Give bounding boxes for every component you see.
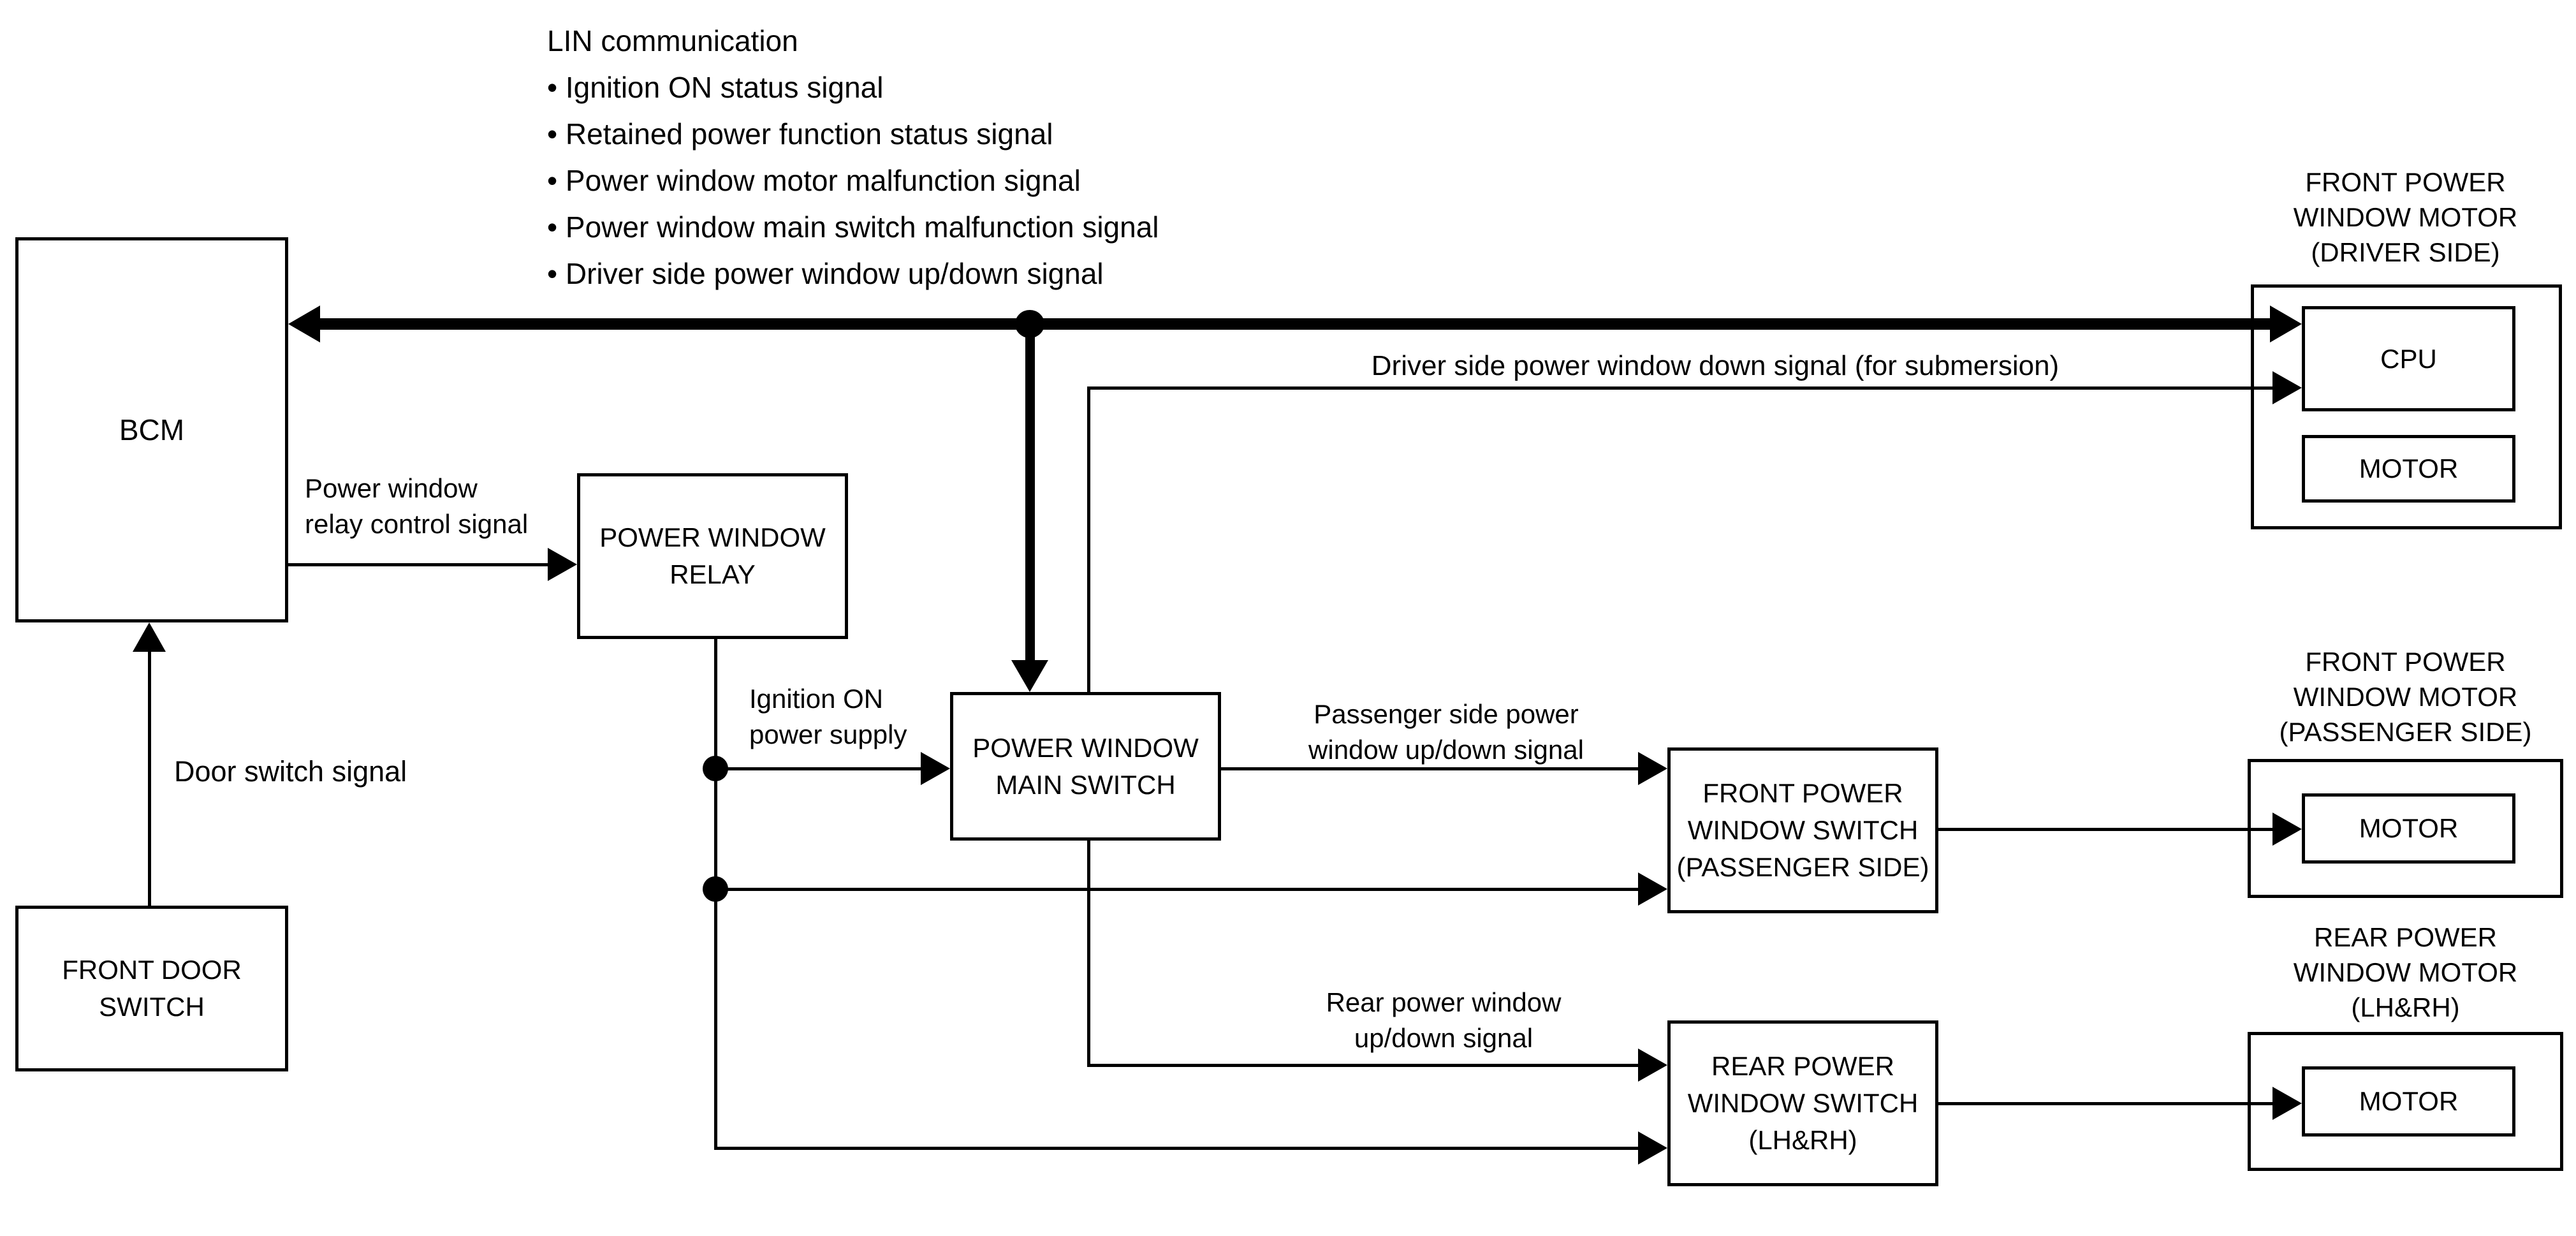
rear-updown-label: Rear power window up/down signal xyxy=(1326,987,1562,1053)
driver-motor-box: MOTOR xyxy=(2302,435,2515,503)
passenger-updown-line xyxy=(1221,767,1640,770)
cpu-box: CPU xyxy=(2302,306,2515,411)
door-switch-arrowhead-icon xyxy=(133,622,166,652)
lin-bus-arrowhead-right-icon xyxy=(2270,305,2302,342)
passenger-motor-group-title: FRONT POWER WINDOW MOTOR (PASSENGER SIDE… xyxy=(2279,647,2532,747)
rear-switch-motor-arrowhead-icon xyxy=(2272,1087,2302,1120)
rear-updown-arrowhead-icon xyxy=(1638,1048,1667,1082)
power-window-main-switch-box: POWER WINDOW MAIN SWITCH xyxy=(950,692,1221,841)
lin-branch-arrowhead-down-icon xyxy=(1011,660,1048,692)
ignition-power-label: Ignition ON power supply xyxy=(749,684,907,749)
lin-communication-title: LIN communication xyxy=(547,24,798,57)
front-power-window-switch-box: FRONT POWER WINDOW SWITCH (PASSENGER SID… xyxy=(1667,747,1938,913)
lin-bullet-retained-power: • Retained power function status signal xyxy=(547,117,1053,151)
ignition-front-switch-arrowhead-icon xyxy=(1638,872,1667,906)
ignition-line-to-rear-switch xyxy=(715,1147,1640,1150)
lin-bus-arrowhead-left-icon xyxy=(288,305,320,342)
lin-bullet-driver-updown: • Driver side power window up/down signa… xyxy=(547,257,1104,290)
lin-bullet-motor-malfunction: • Power window motor malfunction signal xyxy=(547,164,1081,197)
front-switch-to-motor-line xyxy=(1938,828,2274,831)
rear-power-window-switch-box: REAR POWER WINDOW SWITCH (LH&RH) xyxy=(1667,1020,1938,1186)
rear-updown-line-horizontal xyxy=(1087,1064,1640,1067)
rear-motor-group-title: REAR POWER WINDOW MOTOR (LH&RH) xyxy=(2293,922,2518,1022)
submersion-signal-label: Driver side power window down signal (fo… xyxy=(1371,350,2060,381)
submersion-line-horizontal xyxy=(1087,386,2274,390)
rear-updown-line-vertical xyxy=(1087,841,1090,1067)
ignition-main-switch-arrowhead-icon xyxy=(921,752,950,785)
rear-motor-box: MOTOR xyxy=(2302,1066,2515,1137)
power-window-relay-box: POWER WINDOW RELAY xyxy=(577,473,848,639)
ignition-line-to-front-switch xyxy=(715,888,1640,891)
lin-bullet-ignition-on: • Ignition ON status signal xyxy=(547,71,884,104)
lin-communication-block: LIN communication • Ignition ON status s… xyxy=(547,18,1159,297)
ignition-line-to-main-switch xyxy=(715,767,923,770)
door-switch-signal-label: Door switch signal xyxy=(174,755,407,788)
front-switch-motor-arrowhead-icon xyxy=(2272,813,2302,846)
bcm-box: BCM xyxy=(15,237,288,622)
rear-switch-to-motor-line xyxy=(1938,1102,2274,1105)
driver-motor-group-title: FRONT POWER WINDOW MOTOR (DRIVER SIDE) xyxy=(2293,167,2518,267)
ignition-rear-switch-arrowhead-icon xyxy=(1638,1131,1667,1165)
passenger-updown-label: Passenger side power window up/down sign… xyxy=(1308,699,1584,765)
lin-branch-down-line xyxy=(1025,324,1035,662)
lin-bullet-main-switch-malfunction: • Power window main switch malfunction s… xyxy=(547,210,1159,244)
passenger-motor-box: MOTOR xyxy=(2302,793,2515,864)
relay-control-signal-label: Power window relay control signal xyxy=(305,473,529,539)
submersion-arrowhead-icon xyxy=(2272,371,2302,404)
relay-control-line xyxy=(288,563,550,566)
passenger-updown-arrowhead-icon xyxy=(1638,752,1667,785)
front-door-switch-box: FRONT DOOR SWITCH xyxy=(15,906,288,1071)
relay-control-arrowhead-icon xyxy=(548,548,577,581)
lin-bus-line xyxy=(316,318,2272,330)
door-switch-line xyxy=(148,649,151,906)
submersion-line-vertical xyxy=(1087,386,1090,692)
